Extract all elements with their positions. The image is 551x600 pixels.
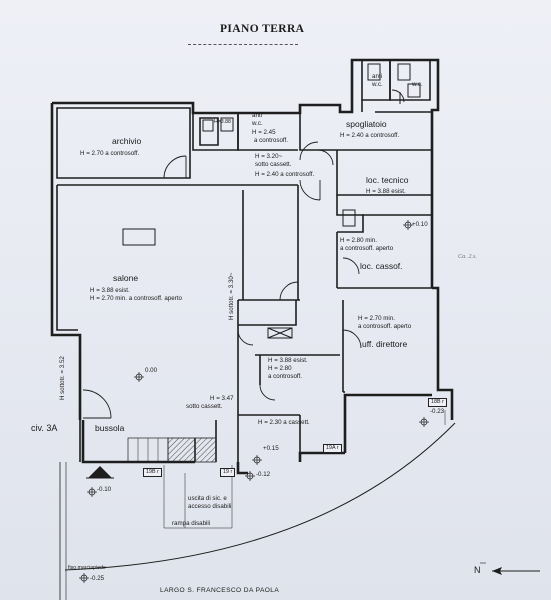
level-minus-025: -0.25 <box>90 575 105 582</box>
uff-height-1: H = 2.70 min. <box>358 315 395 322</box>
tag-18: 18B r <box>428 398 447 408</box>
bottom-height-3: H = 2.30 a cassett. <box>258 419 310 426</box>
room-wc-top-label: w.c. <box>372 81 383 88</box>
anti-height-1: H = 2.45 <box>252 129 276 136</box>
exit-label-1: uscita di sic. e <box>188 495 227 502</box>
room-loc-tecnico-label: loc. tecnico <box>366 175 409 185</box>
tag-19a: 19A r <box>323 444 342 454</box>
level-plus-010: +0.10 <box>412 221 428 228</box>
ramp-label: rampa disabili <box>172 520 211 527</box>
tag-19b: 19B r <box>143 468 162 478</box>
level-plus-015: +0.15 <box>263 445 279 452</box>
room-loc-cassof-label: loc. cassof. <box>360 261 403 271</box>
room-wc-top-right-label: w.c. <box>412 81 423 88</box>
tag-19: 19 r <box>220 468 236 478</box>
room-wc-mid-label: w.c. <box>252 120 263 127</box>
spogliatoio-height: H = 2.40 a controsoff. <box>340 132 400 139</box>
room-salone-label: salone <box>113 273 139 283</box>
corridor-height-2: sotto cassett. <box>255 161 292 168</box>
salone-vertical-height: H sottotr. = 3.30~ <box>228 272 235 320</box>
loc-cassof-height-1: H = 2.80 min. <box>340 237 377 244</box>
loc-tecnico-height: H = 3.88 esist. <box>366 188 406 195</box>
corridor-height-1: H = 3.20~ <box>255 153 283 160</box>
left-vertical-height: H sottotr. = 3.52 <box>59 356 66 400</box>
level-minus-012: -0.12 <box>256 471 271 478</box>
center-height-1: H = 3.88 esist. <box>268 357 308 364</box>
salone-height-1: H = 3.88 esist. <box>90 287 130 294</box>
entrance-hatched-area <box>167 437 217 463</box>
level-000: 0.00 <box>145 367 158 374</box>
title-underline <box>188 44 298 45</box>
level-minus-023: -0.23 <box>430 408 445 415</box>
room-spogliatoio-label: spogliatoio <box>346 119 387 129</box>
level-markers <box>79 220 429 583</box>
room-archivio-label: archivio <box>112 136 142 146</box>
room-uff-direttore-label: uff. direttore <box>362 339 408 349</box>
salone-height-2: H = 2.70 min. a controsoff. aperto <box>90 295 182 302</box>
room-anti-top-label: anti <box>372 73 382 80</box>
bottom-height-2: sotto cassett. <box>186 403 223 410</box>
archivio-height: H = 2.70 a controsoff. <box>80 150 140 157</box>
doors <box>82 89 405 419</box>
wc-height: H=3.88 <box>214 119 231 125</box>
room-anti-mid-label: anti <box>252 112 262 119</box>
dimension-lines <box>163 410 446 529</box>
uff-height-2: a controsoff. aperto <box>358 323 412 330</box>
north-arrow-icon <box>480 562 540 575</box>
north-label: N <box>474 565 481 575</box>
sidewalk-label: fiso marciapiede <box>68 565 106 571</box>
corridor-height-3: H = 2.40 a controsoff. <box>255 171 315 178</box>
street-name: LARGO S. FRANCESCO DA PAOLA <box>160 587 280 594</box>
level-minus-010: -0.10 <box>97 486 112 493</box>
pencil-annotation: Ca. 2.s. <box>458 253 477 260</box>
loc-cassof-height-2: a controsoff. aperto <box>340 245 394 252</box>
center-height-2: H = 2.80 <box>268 365 292 372</box>
exit-label-2: accesso disabili <box>188 503 232 510</box>
bottom-height-1: H = 3.47 <box>210 395 234 402</box>
fixtures <box>122 63 421 339</box>
plan-title: PIANO TERRA <box>220 23 305 35</box>
entrance-arrow-icon <box>88 466 112 478</box>
anti-height-2: a controsoff. <box>254 137 288 144</box>
street-curve <box>64 422 456 571</box>
room-bussola-label: bussola <box>95 423 125 433</box>
interior-walls <box>56 60 432 462</box>
center-height-3: a controsoff. <box>268 373 302 380</box>
civ-label: civ. 3A <box>31 423 58 433</box>
